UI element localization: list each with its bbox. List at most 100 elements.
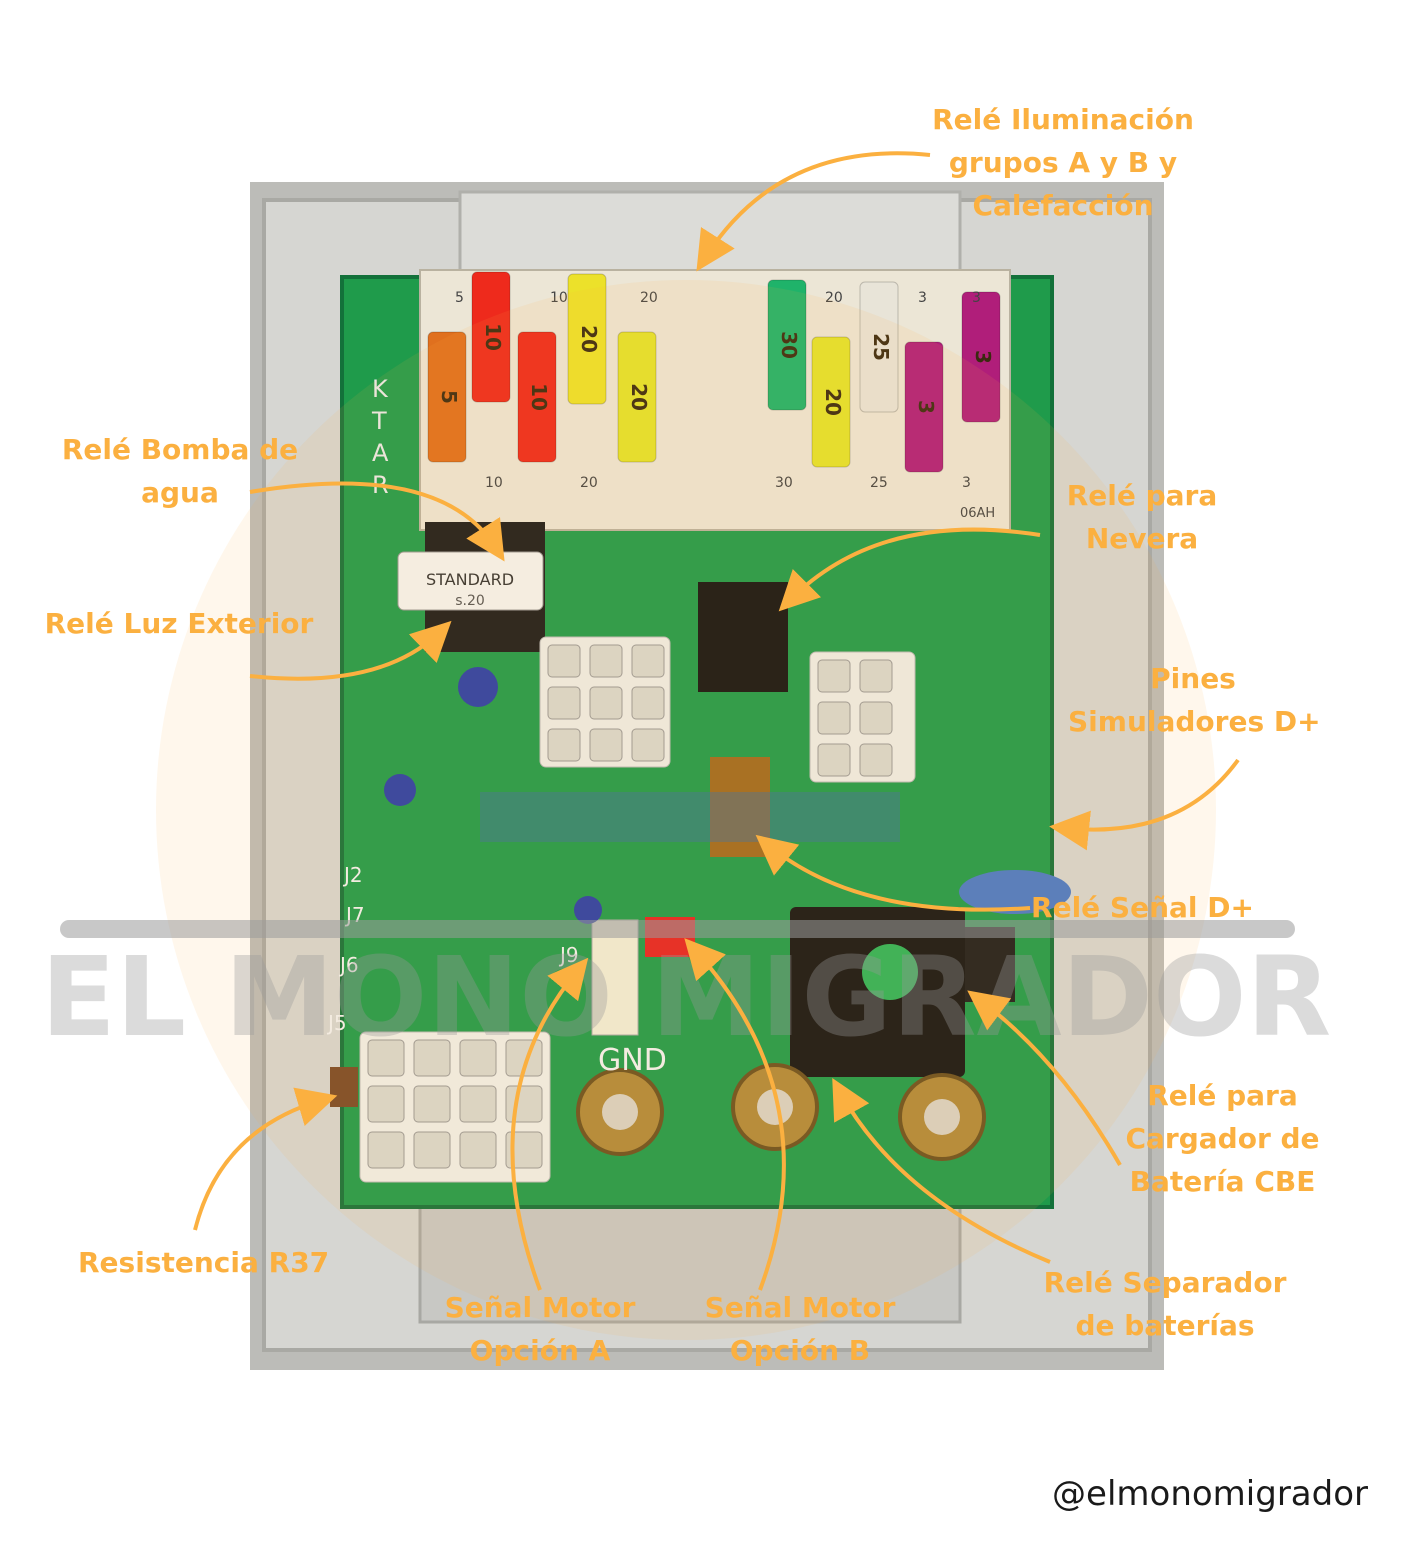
connector-pin [589, 728, 623, 762]
fuse-2: 10 [471, 271, 511, 403]
connector-pin [631, 728, 665, 762]
arrow-nevera [778, 527, 1041, 612]
fuse-body [567, 273, 607, 405]
connector-pin [367, 1131, 405, 1169]
fuse-body [471, 271, 511, 403]
connector-pin [859, 701, 893, 735]
fuse-bottom-number: 10 [485, 475, 503, 491]
panel-code-text: 06AH [960, 506, 995, 521]
fuse-top-number: 10 [550, 290, 568, 306]
capacitor-2 [384, 774, 416, 806]
silkscreen-j5: J5 [326, 1011, 347, 1035]
connector-12pin [359, 1031, 551, 1183]
connector-pin [459, 1131, 497, 1169]
silkscreen-letter: K [372, 375, 389, 403]
fuse-6: 30 [767, 279, 807, 411]
connector-pin [367, 1085, 405, 1123]
connector-pin [413, 1039, 451, 1077]
connector-pin [817, 743, 851, 777]
fuse-body [767, 279, 807, 411]
arrow-motor-a [510, 957, 589, 1291]
connector-pin [459, 1039, 497, 1077]
silkscreen-j6: J6 [338, 953, 359, 977]
connector-motor-a [591, 919, 639, 1036]
fuse-body [617, 331, 657, 463]
author-handle: @elmonomigrador [1052, 1474, 1368, 1514]
capacitor-blue-disc [959, 870, 1071, 914]
fuse-top-number: 3 [972, 290, 981, 306]
connector-pin [589, 644, 623, 678]
fuse-value: 20 [821, 388, 845, 416]
connector-pin [859, 743, 893, 777]
fuse-top-number: 20 [640, 290, 658, 306]
fuse-4: 20 [567, 273, 607, 405]
resistor-strip [480, 792, 900, 842]
fuse-body [811, 336, 851, 468]
fuse-value: 10 [527, 383, 551, 411]
fuse-value: 30 [777, 331, 801, 359]
connector-pin [817, 701, 851, 735]
fuse-value: 20 [627, 383, 651, 411]
enclosure-bottom-clip [418, 1205, 962, 1324]
silkscreen-j2: J2 [342, 863, 363, 887]
arrow-iluminacion [696, 151, 931, 272]
fuse-3: 10 [517, 331, 557, 463]
connector-pin [589, 686, 623, 720]
fuse-value: 25 [869, 333, 893, 361]
fuse-value: 3 [914, 400, 938, 414]
silkscreen-letter: A [372, 439, 389, 467]
connector-pin [631, 644, 665, 678]
connector-pin [413, 1131, 451, 1169]
watermark-bar [60, 920, 1295, 938]
silkscreen-gnd: GND [598, 1043, 667, 1078]
connector-pin [505, 1131, 543, 1169]
connector-pin [547, 686, 581, 720]
relay-nevera [698, 582, 788, 692]
fuse-bottom-number: 25 [870, 475, 888, 491]
fuse-bottom-number: 20 [580, 475, 598, 491]
connector-pin [367, 1039, 405, 1077]
fuse-top-number: 20 [825, 290, 843, 306]
arrow-cargador [967, 990, 1122, 1166]
connector-pin [817, 659, 851, 693]
capacitor-3 [574, 896, 602, 924]
silkscreen-letter: T [371, 407, 387, 435]
fuse-value: 5 [437, 390, 461, 404]
arrow-resistencia [193, 1087, 338, 1231]
arrow-motor-b [684, 938, 786, 1291]
arrow-bomba [249, 481, 505, 562]
arrow-separador [832, 1078, 1051, 1264]
connector-pins [367, 644, 893, 1169]
fuse-top-number: 5 [455, 290, 464, 306]
fuse-8: 25 [859, 281, 899, 413]
fuse-9: 3 [904, 341, 944, 473]
fuse-value: 3 [971, 350, 995, 364]
arrow-pines [1049, 758, 1240, 851]
fuse-value: 10 [481, 323, 505, 351]
fuse-body [961, 291, 1001, 423]
sticker-line-1: STANDARD [426, 570, 514, 589]
connector-pin [547, 728, 581, 762]
fuse-bottom-number: 3 [962, 475, 971, 491]
arrow-senal-d [755, 834, 1031, 912]
sticker-line-2: s.20 [455, 593, 485, 609]
fuse-body [517, 331, 557, 463]
terminal-posts [576, 1063, 986, 1161]
arrow-luz-exterior [249, 620, 452, 681]
relay-cargador [965, 927, 1015, 1002]
relay-separador-cap [862, 944, 918, 1000]
fuse-value: 20 [577, 325, 601, 353]
watermark-circle [156, 280, 1216, 1340]
fuse-10: 3 [961, 291, 1001, 423]
fuse-7: 20 [811, 336, 851, 468]
